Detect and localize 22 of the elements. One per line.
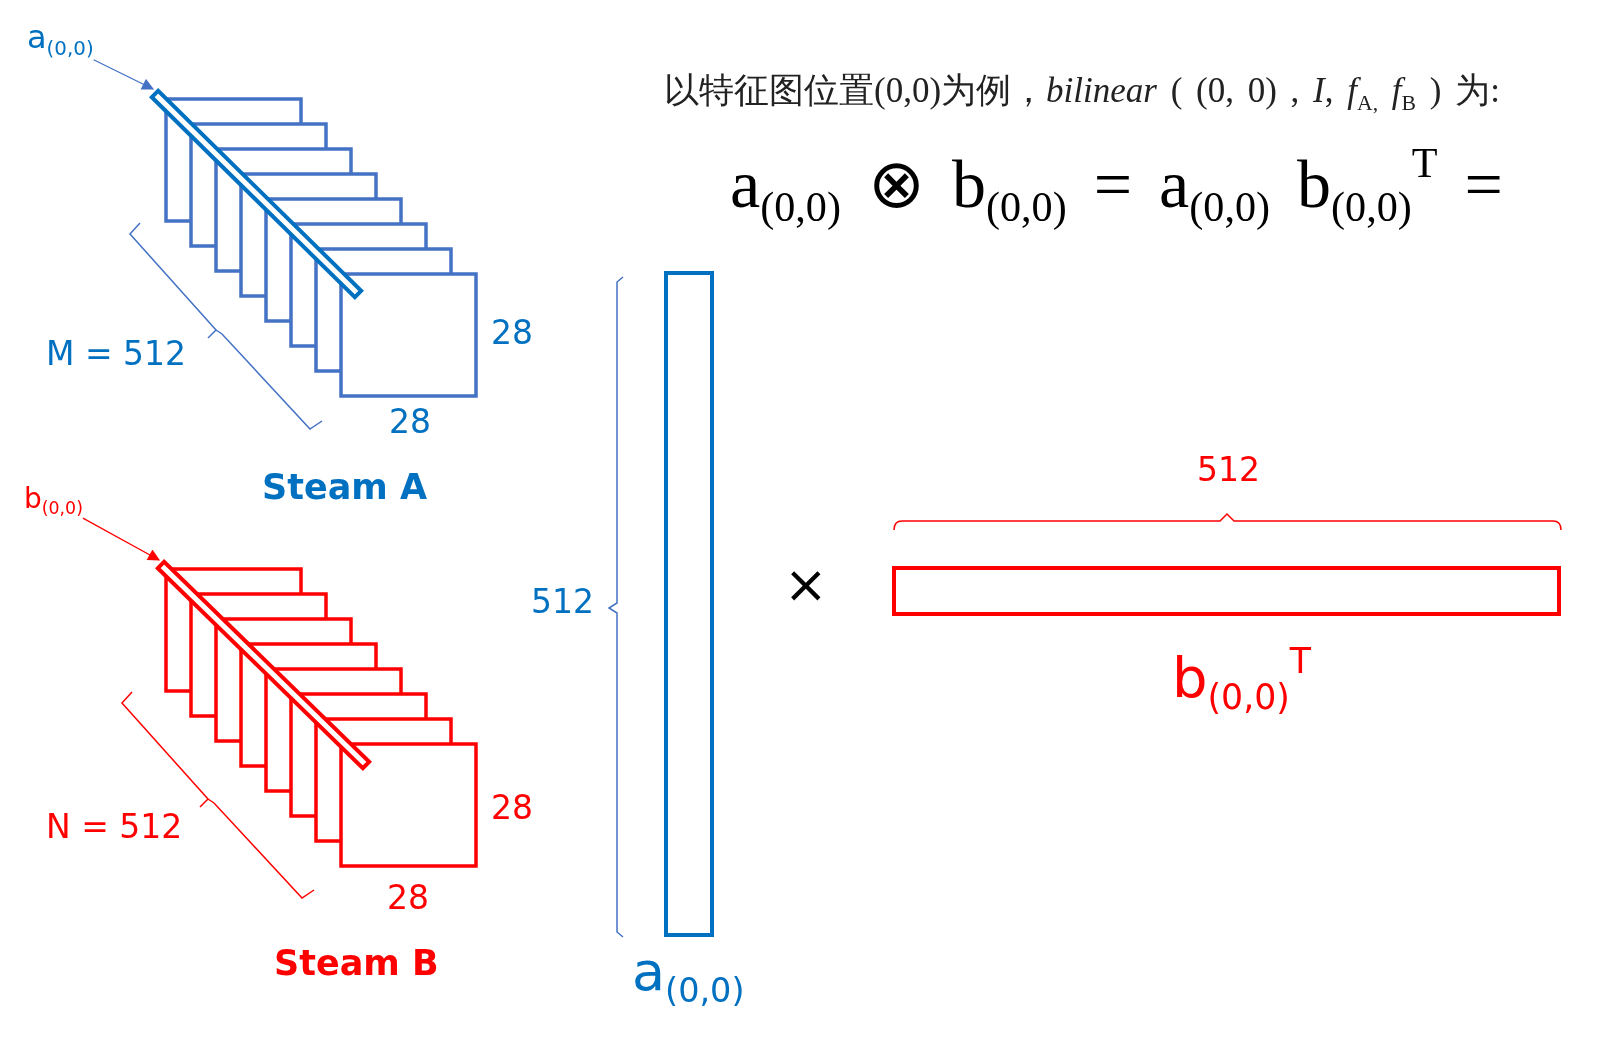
vector-label: b$_{(0,0)}$	[24, 484, 83, 519]
dimension-label: 28	[491, 790, 533, 827]
dimension-label: N = 512	[46, 809, 183, 846]
vector-row-bar	[892, 566, 1561, 616]
equation-text: a$_{(0,0)}$ ⊗ b$_{(0,0)}$ = a$_{(0,0)}$ b$_{(0,0)}$$^{T}$ =	[730, 140, 1503, 231]
dimension-label: 28	[389, 404, 431, 441]
dimension-label: M = 512	[46, 336, 187, 373]
arrow	[82, 517, 161, 561]
diagonal-bar	[153, 557, 374, 773]
stream-title: Steam B	[274, 944, 439, 983]
arrow	[92, 59, 155, 90]
dimension-label: 512	[1197, 452, 1260, 489]
dimension-label: 28	[491, 315, 533, 352]
vector-column-bar	[664, 271, 714, 937]
multiply-sign: ×	[784, 556, 828, 614]
diagonal-bar	[147, 86, 366, 302]
stream-title: Steam A	[262, 468, 428, 507]
vector-label: a$_{(0,0)}$	[632, 942, 745, 1010]
description-text: 以特征图位置(0,0)为例，bilinear ( (0, 0) , I, f$_{A,}$ f$_{B}$ ) 为:	[664, 72, 1500, 116]
vector-label: a$_{(0,0)}$	[27, 20, 94, 60]
dimension-label: 512	[531, 584, 594, 621]
dimension-label: 28	[387, 880, 429, 917]
